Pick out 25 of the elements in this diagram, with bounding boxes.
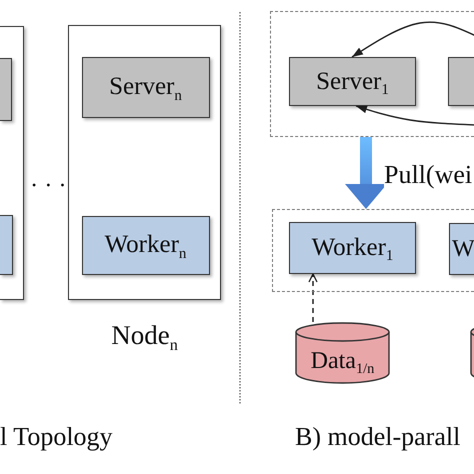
worker-box [82,216,210,274]
node-label: Worker$_{n}$ [104,231,186,259]
node-box [0,26,24,300]
node-label: Data$_{1/n}$ [310,348,374,374]
node-box [68,25,221,300]
server-box [82,56,210,118]
node-label: Server$_{1}$ [316,68,389,96]
figure-caption: l Topology [0,422,113,452]
node-caption: Node$_{n}$ [110,320,179,352]
database-cylinder [295,322,390,384]
node-label: Worker$_{1}$ [312,234,394,262]
curved-arrow [356,105,474,126]
figure-caption: B) model-parall [295,422,460,452]
dashed-group [270,11,474,137]
node-label: Server$_{n}$ [109,73,182,101]
dashed-group [272,209,474,292]
ellipsis: • • • [32,179,65,193]
server-box [289,56,416,106]
server-box [448,56,474,106]
worker-box [0,214,13,274]
worker-box [449,222,474,275]
server-box [0,58,12,120]
curved-arrow [352,22,474,58]
worker-box [289,222,416,274]
dashed-arrow [308,273,318,322]
